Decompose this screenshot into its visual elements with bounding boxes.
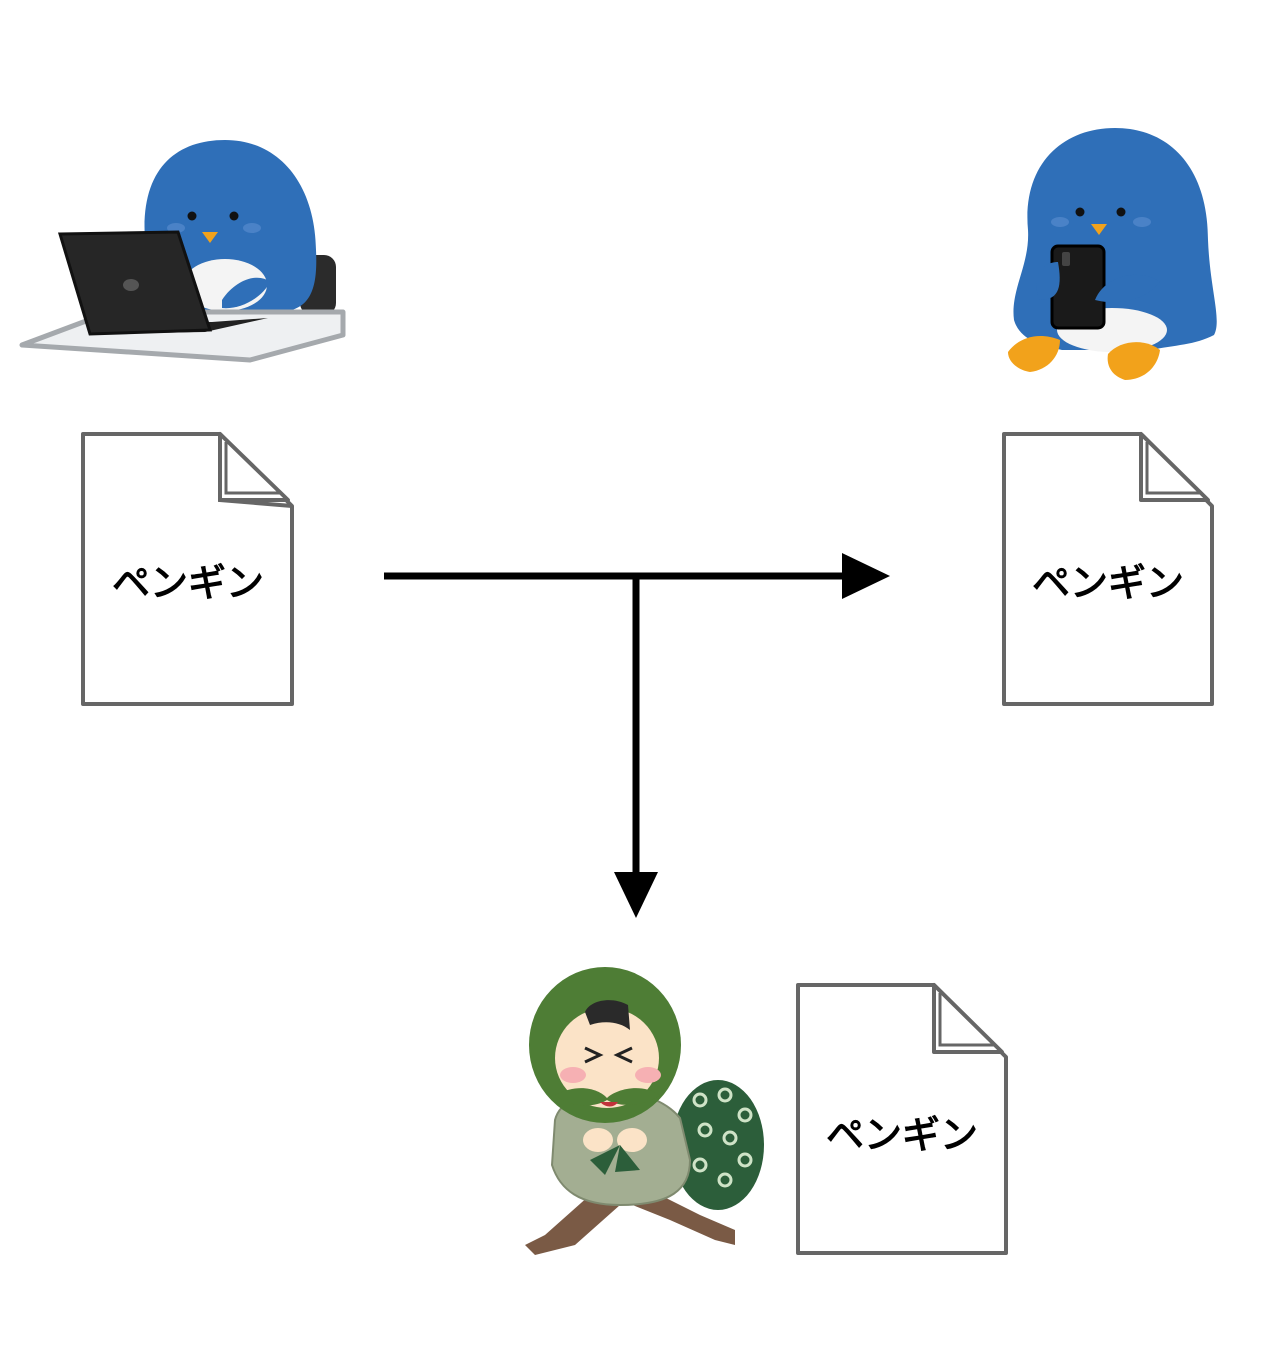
arrow-right <box>384 553 890 599</box>
penguin-phone-illustration <box>1008 128 1217 380</box>
sender-document-label: ペンギン <box>111 561 264 605</box>
thief-document-icon <box>796 983 1008 1255</box>
penguin-laptop-illustration <box>19 140 346 363</box>
receiver-document-icon <box>1002 432 1214 706</box>
thief-illustration <box>525 967 764 1255</box>
arrow-down <box>614 576 658 918</box>
thief-document-label: ペンギン <box>825 1113 978 1157</box>
sender-document-icon <box>81 432 294 706</box>
receiver-document-label: ペンギン <box>1031 561 1184 605</box>
